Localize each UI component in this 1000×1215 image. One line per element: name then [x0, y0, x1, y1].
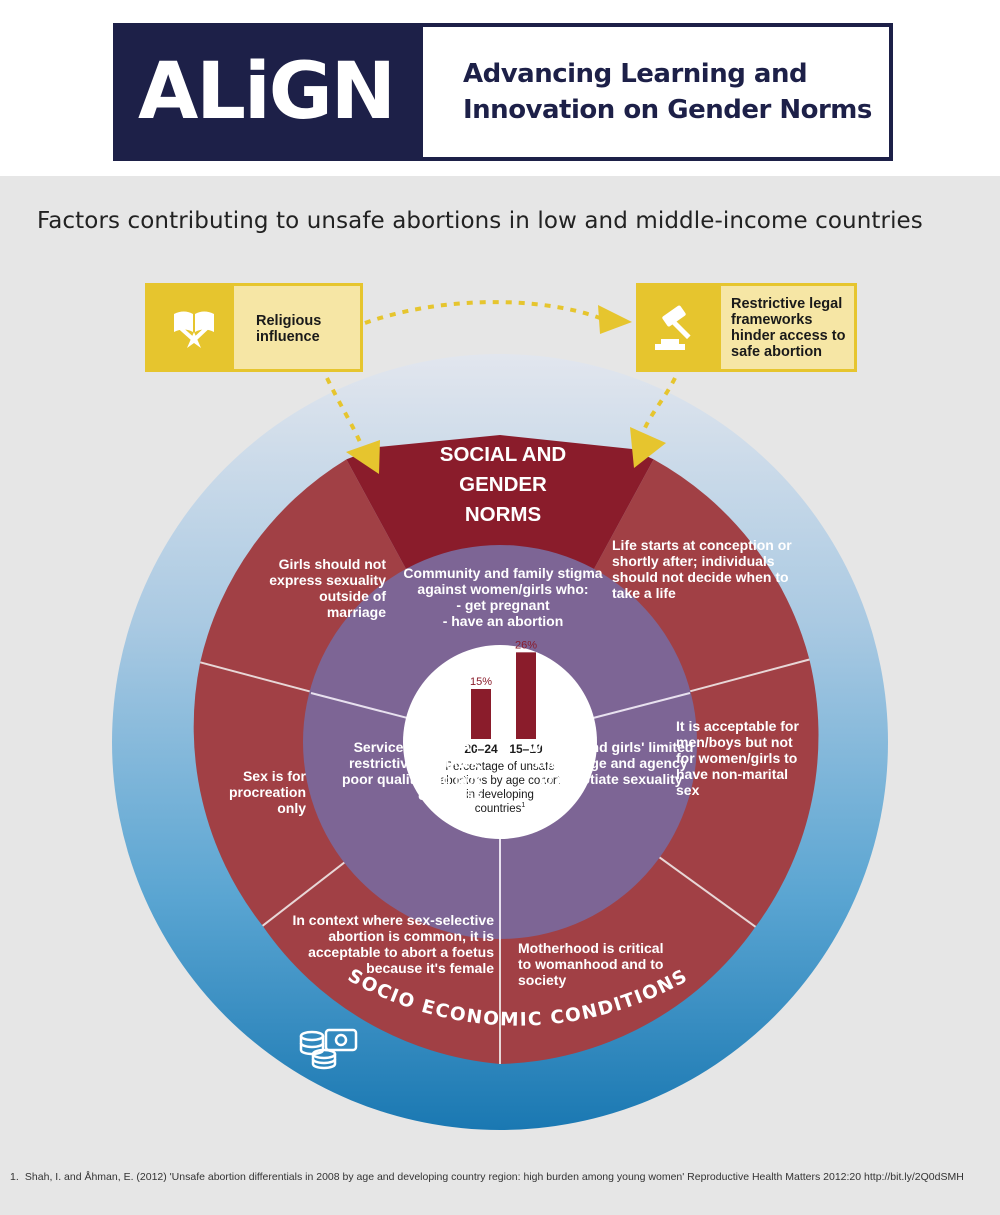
- stigma-item-pregnant: - get pregnant: [456, 597, 550, 613]
- stigma-title: Community and family stigma against wome…: [403, 565, 603, 597]
- header-title: Advancing Learning and Innovation on Gen…: [463, 59, 872, 125]
- bar-20–24: [471, 689, 491, 739]
- segment-acceptable-text: It is acceptable for men/boys but not fo…: [676, 718, 799, 798]
- segment-sexuality-text: Girls should not express sexuality outsi…: [269, 556, 386, 620]
- segment-stigma-text: Community and family stigma against wome…: [398, 565, 608, 629]
- segment-service-text: Service provision – restrictive attitude…: [341, 739, 482, 803]
- align-logo: ALiGN: [137, 47, 396, 137]
- bar-15–19: [516, 652, 536, 739]
- arrowhead-legal: [598, 305, 632, 334]
- segment-selective-text: In context where sex-selective abortion …: [292, 912, 494, 976]
- social-gender-norms-title: SOCIAL AND GENDER NORMS: [439, 443, 567, 526]
- coins-money-icon: [299, 1028, 358, 1070]
- arrows: [325, 300, 677, 443]
- bar-value-label: 26%: [515, 639, 537, 651]
- center-chart-disc: [403, 645, 597, 839]
- gavel-icon: [639, 286, 721, 369]
- chart-caption-line: in developing: [466, 789, 534, 801]
- arrow-legal-to-norms: [642, 377, 677, 431]
- chart-caption-line: abortions by age cohort: [440, 775, 561, 787]
- segment-life-text: Life starts at conception or shortly aft…: [612, 537, 792, 601]
- chart-caption-line: countries1: [475, 802, 526, 815]
- page-title: Factors contributing to unsafe abortions…: [37, 208, 923, 234]
- religious-influence-label: Religious influence: [256, 313, 322, 345]
- segment-motherhood-text: Motherhood is critical to womanhood and …: [518, 940, 664, 988]
- header-title-box: Advancing Learning and Innovation on Gen…: [423, 27, 889, 157]
- factor-religious-influence: Religious influence: [145, 283, 363, 372]
- segment-procreation-text: Sex is for procreation only: [228, 768, 306, 816]
- chart-caption-footnote-marker: 1: [521, 802, 525, 809]
- factor-restrictive-legal: Restrictive legal frameworks hinder acce…: [636, 283, 857, 372]
- bar-category-label: 15–19: [509, 742, 543, 756]
- arrow-religious-to-norms: [325, 377, 362, 443]
- open-book-icon: [148, 286, 234, 369]
- footnote: 1. Shah, I. and Åhman, E. (2012) 'Unsafe…: [10, 1170, 970, 1184]
- bar-category-label: 20–24: [464, 742, 498, 756]
- arrowhead-religious: [346, 440, 380, 474]
- arrow-religious-to-legal: [364, 300, 601, 325]
- footnote-number: 1.: [10, 1171, 19, 1183]
- chart-caption-line: Percentage of unsafe: [445, 761, 554, 773]
- restrictive-legal-label: Restrictive legal frameworks hinder acce…: [731, 296, 846, 360]
- footnote-text: Shah, I. and Åhman, E. (2012) 'Unsafe ab…: [24, 1171, 964, 1183]
- header-banner: ALiGN Advancing Learning and Innovation …: [113, 23, 893, 161]
- arrowhead-legal-norms: [630, 427, 666, 468]
- stigma-item-abortion: - have an abortion: [442, 613, 564, 629]
- segment-knowledge-text: Women and girls' limited knowledge and a…: [528, 739, 694, 787]
- bar-value-label: 15%: [470, 676, 492, 688]
